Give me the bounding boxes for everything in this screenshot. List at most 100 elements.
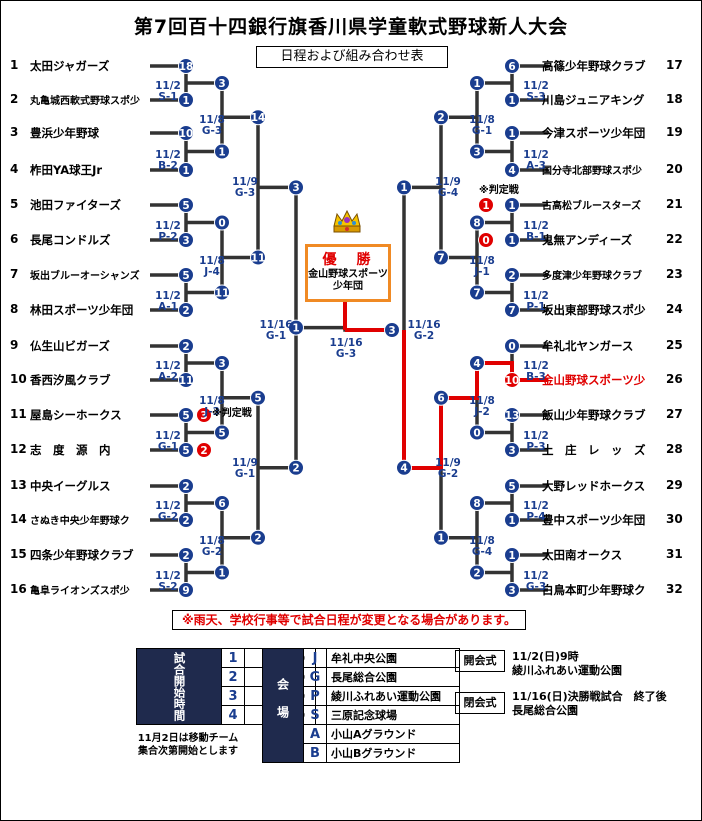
team-number: 15 — [10, 547, 27, 561]
svg-text:5: 5 — [182, 445, 189, 457]
match-date: 11/8 — [469, 254, 495, 267]
team-number: 21 — [666, 197, 683, 211]
opening-ceremony-label: 開会式 — [455, 650, 505, 672]
score-badge: 2 — [469, 564, 485, 581]
svg-text:2: 2 — [182, 305, 189, 317]
team-number: 9 — [10, 338, 19, 352]
score-badge: 6 — [214, 495, 230, 511]
score-badge: 10 — [504, 372, 520, 388]
match-code: J-1 — [474, 265, 490, 278]
score-badge: 2 — [178, 302, 194, 318]
team-name: 亀阜ライオンズスポ少 — [30, 586, 130, 597]
match-date: 11/8 — [199, 534, 225, 547]
svg-text:3: 3 — [218, 358, 225, 370]
svg-text:6: 6 — [437, 393, 444, 405]
score-badge: 5 — [178, 267, 194, 283]
score-badge: 5 — [504, 478, 520, 494]
match-date: 11/2 — [523, 148, 549, 161]
svg-text:0: 0 — [473, 427, 480, 439]
match-date: 11/2 — [155, 569, 181, 582]
score-badge: 2 — [250, 529, 266, 546]
team-number: 24 — [666, 302, 683, 316]
team-name: 高篠少年野球クラブ — [542, 59, 646, 73]
team-name: 柞田YA球王Jr — [30, 163, 103, 177]
team-name: 太田ジャガーズ — [30, 59, 110, 73]
score-badge: 1 — [214, 564, 230, 581]
match-code: G-2 — [413, 330, 435, 342]
match-date: 11/9 — [435, 456, 461, 469]
svg-text:13: 13 — [505, 410, 520, 422]
venue-name: 小山Aグラウンド — [326, 724, 460, 744]
team-name: 多度津少年野球クラブ — [542, 271, 642, 282]
team-number: 32 — [666, 582, 683, 596]
team-name: 豊中スポーツ少年団 — [542, 513, 646, 527]
score-badge: 1 — [504, 125, 520, 141]
score-badge: 1 — [504, 197, 520, 213]
match-code: G-1 — [157, 440, 179, 453]
svg-text:5: 5 — [508, 481, 515, 493]
page-subtitle: 日程および組み合わせ表 — [256, 46, 448, 68]
team-number: 6 — [10, 232, 19, 246]
team-number: 25 — [666, 338, 683, 352]
svg-text:9: 9 — [182, 585, 189, 597]
svg-text:5: 5 — [218, 427, 225, 439]
champion-label: 優 勝 — [322, 252, 374, 268]
team-name: さぬき中央少年野球ク — [30, 516, 130, 527]
team-number: 2 — [10, 92, 19, 106]
match-date: 11/9 — [232, 176, 258, 189]
team-number: 11 — [10, 407, 27, 421]
match-date: 11/8 — [199, 254, 225, 267]
score-badge: 1 — [396, 179, 412, 196]
team-number: 16 — [10, 582, 27, 596]
score-badge: 1 — [214, 143, 230, 160]
footnote-line: 集合次第開始とします — [138, 746, 238, 757]
team-name: 丸亀城西軟式野球スポ少 — [30, 96, 140, 107]
match-date: 11/2 — [155, 500, 181, 512]
match-date: 11/2 — [155, 360, 181, 372]
team-number: 19 — [666, 125, 683, 139]
score-badge: 11 — [178, 372, 194, 388]
score-badge: 5 — [178, 197, 194, 213]
match-code: G-4 — [437, 187, 459, 200]
score-badge: 1 — [504, 547, 520, 563]
svg-text:2: 2 — [254, 533, 261, 545]
svg-text:1: 1 — [508, 200, 515, 212]
svg-text:1: 1 — [182, 165, 189, 177]
score-badge: 3 — [288, 179, 304, 196]
match-code: P-4 — [526, 511, 546, 523]
match-code: G-3 — [234, 187, 256, 200]
match-date: 11/2 — [523, 569, 549, 582]
team-number: 18 — [666, 92, 683, 106]
match-code: P-1 — [526, 300, 546, 313]
team-number: 23 — [666, 267, 683, 281]
match-code: B-1 — [526, 230, 546, 243]
team-name: 大野レッドホークス — [542, 479, 646, 493]
svg-text:7: 7 — [437, 252, 444, 264]
match-code: G-2 — [201, 545, 223, 558]
score-badge: 4 — [469, 355, 485, 371]
venue-name: 三原記念球場 — [326, 705, 460, 725]
score-badge: 0 — [469, 424, 485, 441]
svg-text:4: 4 — [400, 463, 407, 475]
svg-text:2: 2 — [182, 481, 189, 493]
score-badge: 2 — [178, 338, 194, 354]
team-name: 今津スポーツ少年団 — [542, 126, 646, 140]
score-badge: 3 — [178, 232, 194, 248]
score-badge: 14 — [250, 109, 266, 126]
svg-text:10: 10 — [179, 128, 194, 140]
slot-number: 4 — [221, 705, 245, 725]
venue-name: 長尾総合公園 — [326, 667, 460, 687]
score-badge: 3 — [504, 582, 520, 598]
team-name: 長尾コンドルズ — [30, 233, 111, 247]
svg-text:6: 6 — [218, 498, 225, 510]
score-badge: 9 — [178, 582, 194, 598]
team-name: 林田スポーツ少年団 — [30, 303, 134, 317]
